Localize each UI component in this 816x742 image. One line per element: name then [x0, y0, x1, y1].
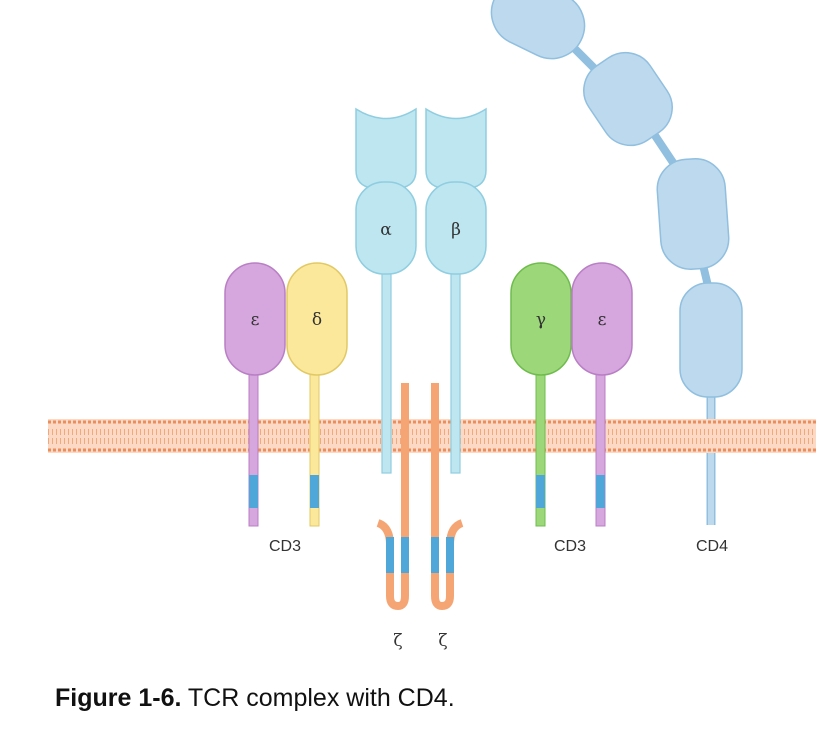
- zeta-chain-left: ζ: [376, 383, 409, 651]
- delta-domain: [286, 262, 348, 376]
- tcr-alpha-stalk: [381, 271, 392, 474]
- zeta-left-itam: [386, 537, 394, 573]
- tcr-alpha-constant-domain: [355, 181, 417, 275]
- tcr-beta-chain: β: [425, 107, 487, 474]
- zeta-left-itam: [401, 537, 409, 573]
- cd3-right-gamma-chain: γ: [510, 262, 572, 527]
- cd4-domain-3: [656, 158, 730, 270]
- zeta-right-label: ζ: [438, 631, 447, 651]
- epsilon-right-itam: [596, 475, 605, 508]
- cd3-left-label: CD3: [269, 538, 301, 555]
- epsilon-right-domain: [571, 262, 633, 376]
- zeta-right-body: [431, 383, 464, 611]
- tcr-alpha-variable-domain: [355, 107, 417, 189]
- tcr-beta-variable-domain: [425, 107, 487, 189]
- figure-number: Figure 1-6.: [55, 684, 182, 712]
- cd4-domain-1: [490, 0, 586, 60]
- zeta-left-label: ζ: [393, 631, 402, 651]
- cd3-right-epsilon-chain: ε: [571, 262, 633, 527]
- gamma-label: γ: [536, 310, 546, 330]
- figure-caption: Figure 1-6. TCR complex with CD4.: [55, 684, 455, 713]
- delta-label: δ: [312, 310, 322, 330]
- gamma-domain: [510, 262, 572, 376]
- epsilon-left-domain: [224, 262, 286, 376]
- cd3-left-delta-chain: δ: [286, 262, 348, 527]
- cd3-left-epsilon-chain: ε: [224, 262, 286, 527]
- tcr-beta-label: β: [451, 220, 461, 240]
- delta-itam: [310, 475, 319, 508]
- tcr-beta-constant-domain: [425, 181, 487, 275]
- zeta-right-itam: [446, 537, 454, 573]
- epsilon-left-label: ε: [251, 310, 260, 330]
- zeta-left-body: [376, 383, 409, 611]
- cd4-molecule: [490, 0, 743, 525]
- cd4-linker: [650, 131, 678, 167]
- tcr-alpha-label: α: [380, 220, 392, 240]
- tcr-alpha-chain: α: [355, 107, 417, 474]
- cd4-domain-2: [583, 51, 673, 147]
- zeta-chain-right: ζ: [431, 383, 464, 651]
- figure-caption-text: TCR complex with CD4.: [181, 684, 455, 712]
- cd3-right-label: CD3: [554, 538, 586, 555]
- epsilon-right-label: ε: [598, 310, 607, 330]
- zeta-right-itam: [431, 537, 439, 573]
- tcr-beta-stalk: [450, 271, 461, 474]
- cd4-domain-4: [679, 282, 743, 398]
- epsilon-left-itam: [249, 475, 258, 508]
- cd4-label: CD4: [696, 538, 728, 555]
- gamma-itam: [536, 475, 545, 508]
